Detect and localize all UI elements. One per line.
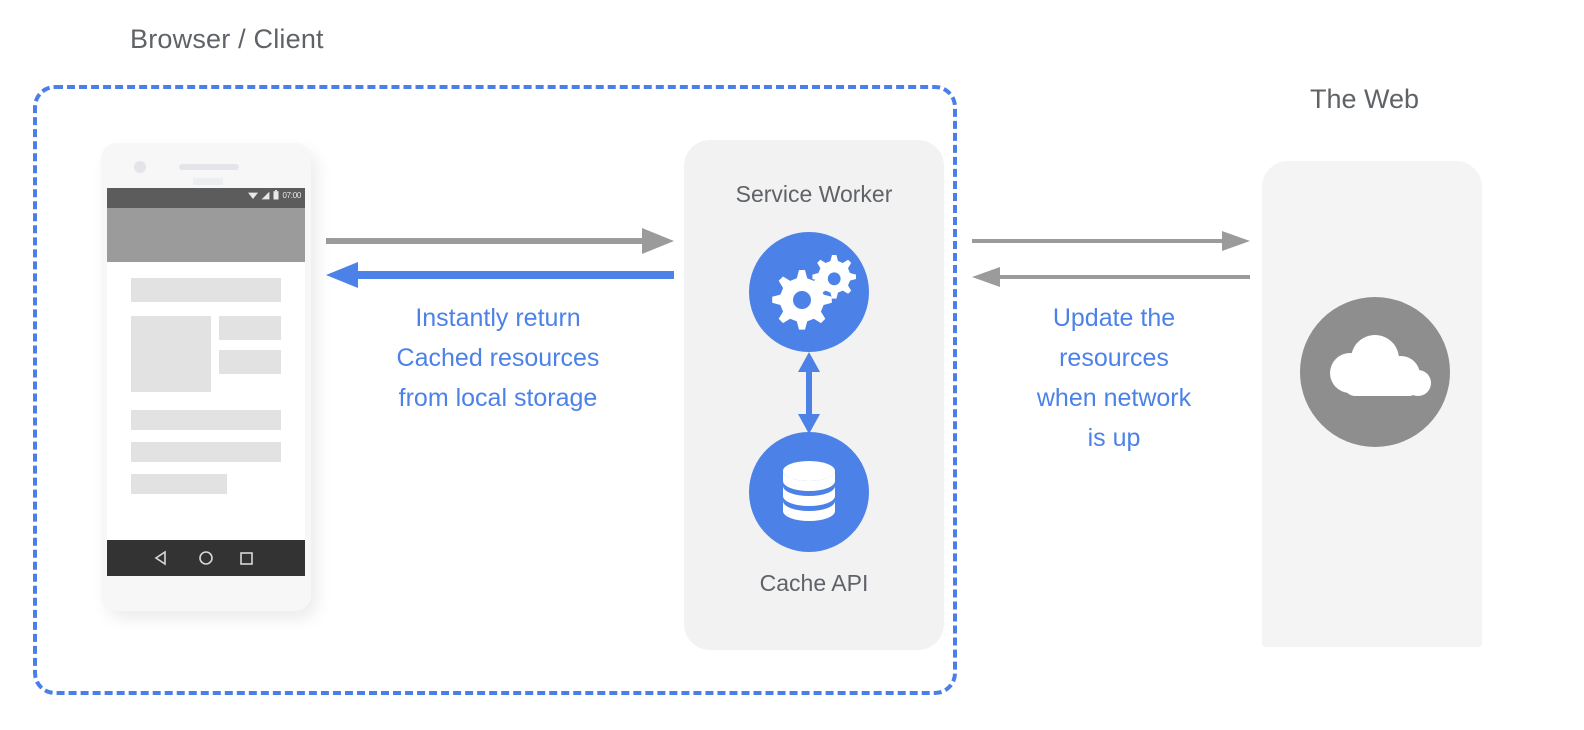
phone-navigation-bar	[107, 540, 305, 576]
phone-speaker-icon	[179, 164, 239, 170]
phone-content-block	[131, 410, 281, 430]
back-icon	[154, 550, 166, 566]
phone-content-block	[131, 316, 211, 392]
gears-icon	[749, 232, 869, 352]
arrow-web-to-service-worker	[972, 266, 1250, 288]
phone-app-bar	[107, 208, 305, 262]
phone-content-block	[131, 474, 227, 494]
cloud-icon	[1300, 297, 1450, 447]
network-update-note: Update the resources when network is up	[1036, 304, 1192, 452]
phone-content-block	[219, 316, 281, 340]
arrow-service-worker-to-phone	[326, 262, 674, 288]
phone-content-block	[131, 442, 281, 462]
home-icon	[199, 551, 213, 565]
cached-resources-note: Instantly return Cached resources from l…	[396, 304, 600, 412]
browser-client-label: Browser / Client	[130, 24, 324, 54]
phone-content-block	[131, 278, 281, 302]
arrow-service-worker-to-web	[972, 230, 1250, 252]
phone-sensor-icon	[193, 178, 223, 185]
battery-icon	[273, 190, 279, 200]
arrow-phone-to-service-worker	[326, 228, 674, 254]
vertical-double-arrow-icon	[789, 352, 829, 434]
signal-icon	[262, 191, 270, 199]
recents-icon	[240, 552, 253, 565]
phone-status-bar: 07:00	[107, 188, 305, 208]
service-worker-title: Service Worker	[735, 181, 893, 207]
the-web-label: The Web	[1310, 84, 1420, 114]
service-worker-panel	[684, 140, 944, 650]
phone-camera-icon	[134, 161, 146, 173]
phone-content-block	[219, 350, 281, 374]
database-icon	[749, 432, 869, 552]
phone-screen: 07:00	[107, 188, 305, 540]
phone-status-time: 07:00	[282, 190, 301, 200]
wifi-icon	[248, 192, 259, 199]
cache-api-title: Cache API	[759, 570, 869, 596]
phone-status-icons: 07:00	[248, 190, 301, 200]
phone-mockup: 07:00	[101, 143, 311, 611]
browser-client-boundary	[33, 85, 957, 695]
